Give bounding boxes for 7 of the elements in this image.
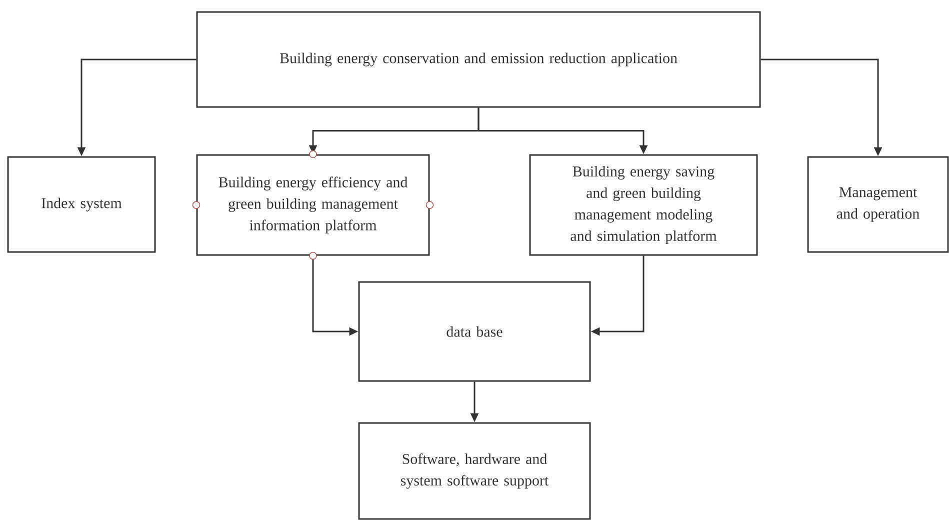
process-box: Building energy saving and green building management modeling and simulation platform — [529, 154, 758, 256]
process-box: Index system — [7, 156, 156, 253]
process-box: Management and operation — [807, 156, 949, 253]
process-box: Building energy conservation and emission reduction application — [196, 11, 761, 108]
process-box: Software, hardware and system software support — [358, 422, 591, 520]
process-box: data base — [358, 281, 591, 382]
process-box: Building energy efficiency and green building management information platform — [196, 154, 430, 256]
